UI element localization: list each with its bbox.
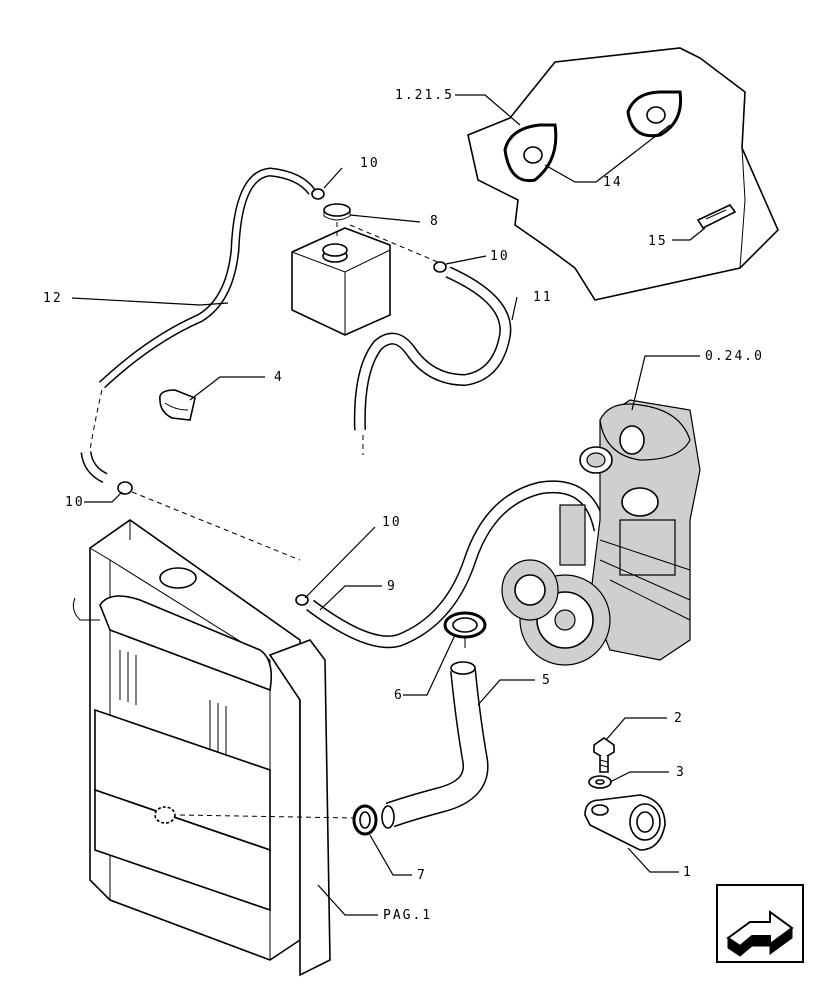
callout-10-left: 10 [65, 495, 85, 510]
clamp-7 [352, 804, 378, 836]
tank-cap [323, 203, 351, 221]
washer-3 [588, 775, 612, 789]
callout-5: 5 [542, 673, 552, 688]
callout-8: 8 [430, 214, 440, 229]
callout-10-mid: 10 [382, 515, 402, 530]
clamp-10-left [117, 481, 133, 495]
hose-5 [381, 661, 489, 829]
decal-left [503, 123, 558, 183]
callout-2: 2 [674, 711, 684, 726]
clamp-10-right [433, 261, 447, 273]
callout-ref-0240: 0.24.0 [705, 349, 764, 364]
hose-9 [306, 480, 607, 649]
callout-6: 6 [394, 688, 404, 703]
callout-3: 3 [676, 765, 686, 780]
clip-4 [158, 389, 196, 421]
callout-10-right: 10 [490, 249, 510, 264]
arrow-icon [726, 910, 794, 957]
shroud-panel [268, 639, 331, 977]
callout-1: 1 [683, 865, 693, 880]
hose-11 [353, 266, 512, 431]
engine-assembly [501, 399, 701, 666]
short-hose [80, 451, 108, 483]
callout-11: 11 [533, 290, 553, 305]
callout-10-top: 10 [360, 156, 380, 171]
hood-panel [467, 47, 779, 301]
callout-14: 14 [603, 175, 623, 190]
callout-12: 12 [43, 291, 63, 306]
expansion-tank [291, 227, 391, 336]
callout-9: 9 [387, 579, 397, 594]
hose-12 [98, 167, 316, 389]
clamp-10-top [311, 188, 325, 200]
bolt-2 [593, 737, 615, 773]
decal-small [696, 203, 737, 230]
callout-ref-1215: 1.21.5 [395, 88, 454, 103]
leader-lines [71, 94, 706, 916]
next-page-button[interactable] [716, 884, 804, 963]
decal-right [626, 90, 683, 138]
callout-15: 15 [648, 234, 668, 249]
callout-7: 7 [417, 868, 427, 883]
bracket-1 [584, 794, 666, 851]
radiator [72, 519, 301, 961]
callout-4: 4 [274, 370, 284, 385]
callout-ref-pag1: PAG.1 [383, 908, 432, 923]
clamp-6 [443, 611, 487, 648]
